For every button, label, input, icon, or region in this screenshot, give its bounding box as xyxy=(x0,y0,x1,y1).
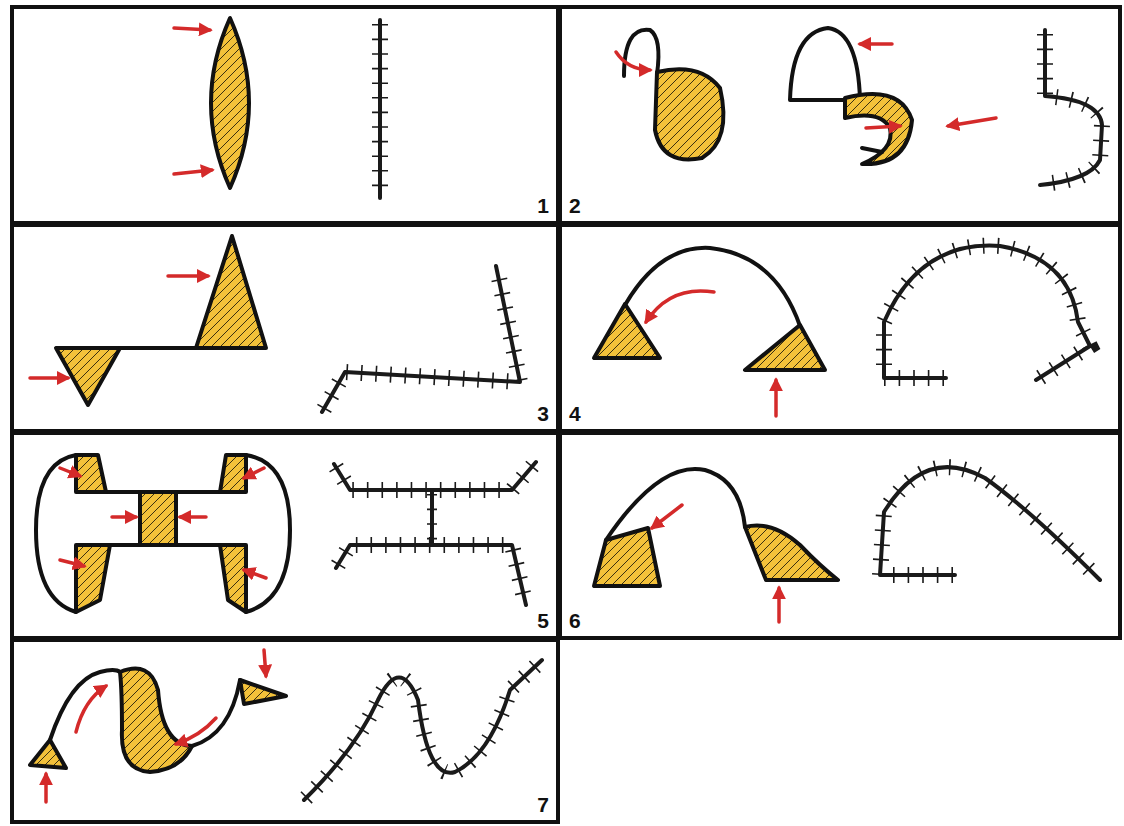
figure-panel: 4 xyxy=(558,223,1122,433)
push-arrow xyxy=(180,515,206,519)
panel-number: 5 xyxy=(530,610,556,636)
push-arrow xyxy=(264,650,266,676)
triangle-defect xyxy=(594,304,660,358)
panel-number: 3 xyxy=(530,403,556,429)
center-defect xyxy=(140,492,176,545)
push-arrow xyxy=(866,126,900,128)
suture-line xyxy=(378,20,382,198)
suture-stitches xyxy=(1042,34,1102,184)
panel-3-art xyxy=(30,236,520,412)
suture-line xyxy=(1040,30,1102,185)
triangle-defect xyxy=(196,236,266,348)
push-arrow xyxy=(60,560,84,566)
suture-line xyxy=(430,490,434,545)
push-arrow xyxy=(168,274,208,278)
suture-line xyxy=(336,545,526,605)
incision-line xyxy=(120,346,196,350)
push-arrow xyxy=(30,376,68,380)
push-arrow xyxy=(244,468,264,478)
flap-tail xyxy=(862,148,882,152)
panel-number: 1 xyxy=(530,195,556,221)
rotate-arrow xyxy=(76,686,106,732)
s-defect xyxy=(120,669,192,772)
flap-outline xyxy=(790,28,860,100)
flap-outline xyxy=(50,670,120,740)
corner-defect xyxy=(220,545,246,612)
triangle-defect xyxy=(745,325,825,370)
panel-7-art xyxy=(30,650,542,802)
push-arrow xyxy=(112,515,136,519)
triangle-defect xyxy=(594,528,660,586)
suture-stitches xyxy=(884,246,1090,379)
suture-stitches xyxy=(324,268,520,409)
push-arrow xyxy=(174,170,212,174)
figure-panel: 6 xyxy=(558,431,1122,640)
flap-outline xyxy=(192,680,240,746)
panel-number: 2 xyxy=(562,195,588,221)
suture-stitches xyxy=(306,662,540,798)
panel-number: 7 xyxy=(530,794,556,820)
suture-stitches xyxy=(372,24,388,196)
push-arrow xyxy=(860,42,892,46)
round-defect xyxy=(655,69,723,159)
suture-stitches xyxy=(336,464,534,490)
figure-panel: 1 xyxy=(10,5,560,225)
push-arrow xyxy=(174,28,210,30)
figure-panel: 3 xyxy=(10,223,560,433)
push-arrow xyxy=(948,118,996,126)
flap-arc xyxy=(606,469,745,540)
push-arrow xyxy=(60,468,80,476)
panel-number: 6 xyxy=(562,610,588,636)
suture-stitches xyxy=(880,467,1098,578)
push-arrow xyxy=(777,588,781,622)
push-arrow xyxy=(774,380,778,416)
triangle-defect xyxy=(240,680,286,704)
panel-5-art xyxy=(36,455,536,612)
flap-arc xyxy=(625,248,800,326)
panel-4-art xyxy=(594,246,1090,416)
figure-panel: 5 xyxy=(10,431,560,640)
rotate-arrow xyxy=(646,291,714,322)
suture-line xyxy=(322,266,520,412)
suture-line xyxy=(334,462,536,490)
suture-line xyxy=(884,246,1090,380)
suture-line xyxy=(880,467,1100,580)
rotate-arrow xyxy=(176,718,216,744)
lens-defect xyxy=(211,18,249,188)
push-arrow xyxy=(652,505,682,528)
suture-stitches xyxy=(427,494,437,542)
crescent-defect xyxy=(845,94,912,164)
panel-number: 4 xyxy=(562,403,588,429)
push-arrow xyxy=(44,774,48,802)
corner-defect xyxy=(76,455,106,492)
flap-outline xyxy=(36,455,76,612)
triangle-defect xyxy=(30,740,66,768)
push-arrow xyxy=(244,570,266,578)
flap-outline xyxy=(246,455,290,612)
figure-panel: 7 xyxy=(10,638,560,824)
figure-panel: 2 xyxy=(558,5,1122,225)
panel-6-art xyxy=(594,467,1100,622)
corner-defect xyxy=(220,455,246,492)
rotate-arrow xyxy=(616,52,650,70)
panel-1-art xyxy=(174,18,380,198)
suture-line xyxy=(304,660,542,800)
panel-2-art xyxy=(616,28,1102,185)
wedge-defect xyxy=(745,525,838,580)
suture-stitches xyxy=(338,545,525,602)
corner-defect xyxy=(76,545,110,612)
